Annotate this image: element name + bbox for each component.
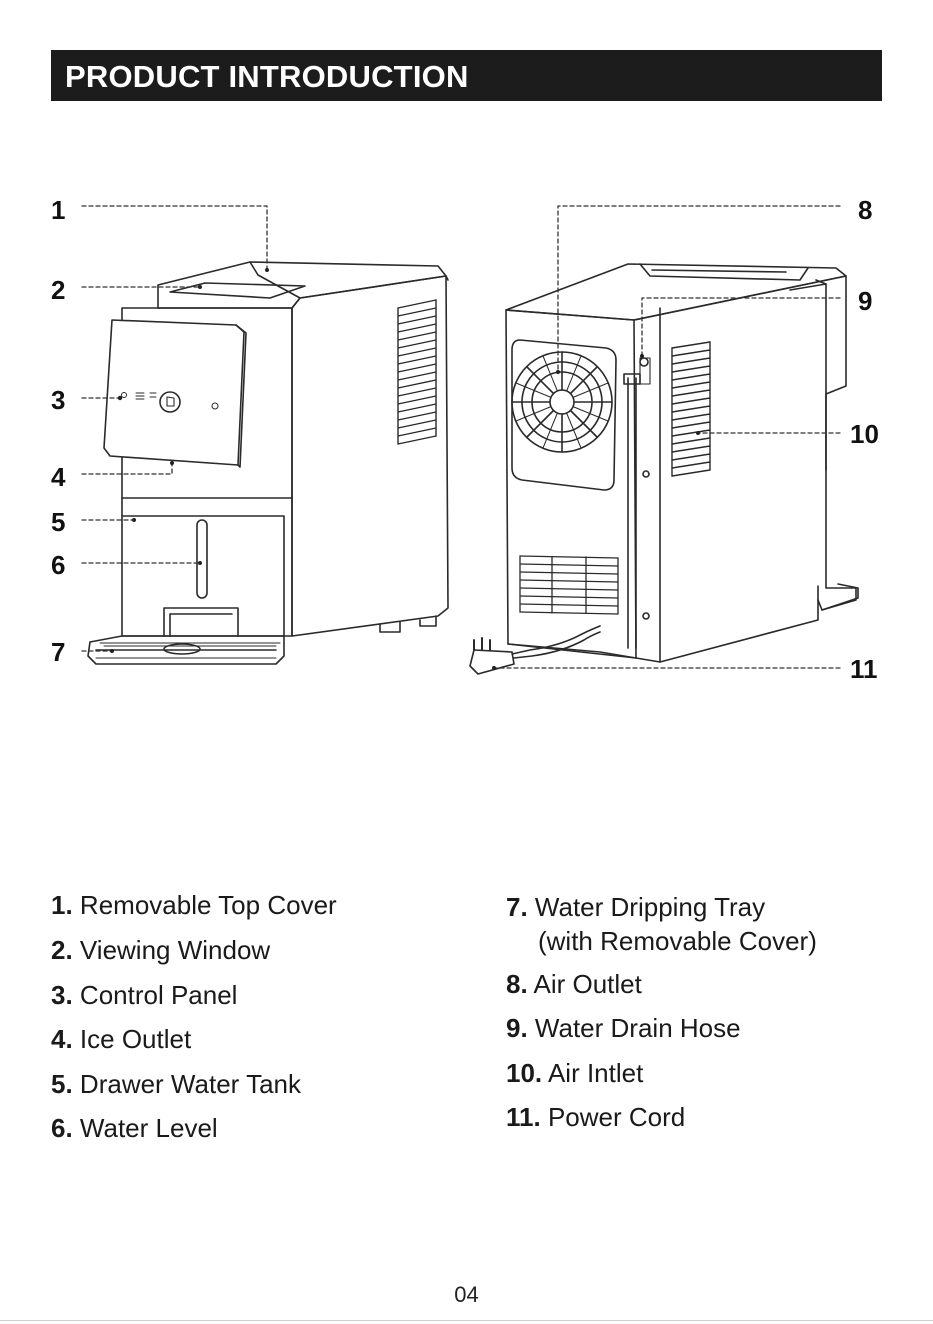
callout-2: 2 <box>51 277 65 303</box>
item-number: 4. <box>51 1024 73 1054</box>
item-number: 6. <box>51 1113 73 1143</box>
product-diagram: 1 2 3 4 5 6 7 8 9 10 11 <box>0 180 933 700</box>
parts-list-left: 1. Removable Top Cover 2. Viewing Window… <box>51 890 451 1150</box>
list-item: 9. Water Drain Hose <box>506 1013 741 1044</box>
item-number: 10. <box>506 1058 542 1088</box>
parts-list-right: 7. Water Dripping Tray (with Removable Co… <box>506 892 906 1152</box>
list-item: 11. Power Cord <box>506 1102 685 1133</box>
callout-9: 9 <box>858 288 872 314</box>
item-label-continuation: (with Removable Cover) <box>506 926 817 957</box>
item-label: Viewing Window <box>80 935 270 965</box>
callout-7: 7 <box>51 639 65 665</box>
callout-11: 11 <box>850 656 878 682</box>
item-label: Water Level <box>80 1113 218 1143</box>
item-number: 9. <box>506 1013 528 1043</box>
item-label: Removable Top Cover <box>80 890 337 920</box>
list-item: 1. Removable Top Cover <box>51 890 337 921</box>
callout-1: 1 <box>51 197 65 223</box>
list-item: 3. Control Panel <box>51 980 237 1011</box>
item-number: 5. <box>51 1069 73 1099</box>
callout-6: 6 <box>51 552 65 578</box>
item-number: 7. <box>506 892 528 922</box>
page-number: 04 <box>0 1282 933 1308</box>
item-label: Water Drain Hose <box>535 1013 741 1043</box>
callout-8: 8 <box>858 197 872 223</box>
item-number: 1. <box>51 890 73 920</box>
list-item: 5. Drawer Water Tank <box>51 1069 301 1100</box>
ice-maker-front-illustration <box>88 262 448 664</box>
callout-4: 4 <box>51 464 65 490</box>
list-item: 10. Air Intlet <box>506 1058 643 1089</box>
list-item: 7. Water Dripping Tray (with Removable Co… <box>506 892 817 957</box>
callout-10: 10 <box>850 421 879 447</box>
fan-grille <box>512 352 612 452</box>
list-item: 4. Ice Outlet <box>51 1024 191 1055</box>
list-item: 2. Viewing Window <box>51 935 270 966</box>
item-label: Drawer Water Tank <box>80 1069 301 1099</box>
item-label: Control Panel <box>80 980 238 1010</box>
item-label: Power Cord <box>548 1102 685 1132</box>
item-label: Air Intlet <box>548 1058 643 1088</box>
item-label: Air Outlet <box>533 969 641 999</box>
ice-maker-back-illustration <box>470 264 858 674</box>
list-item: 6. Water Level <box>51 1113 218 1144</box>
item-label: Ice Outlet <box>80 1024 191 1054</box>
bottom-divider <box>0 1320 933 1321</box>
list-item: 8. Air Outlet <box>506 969 642 1000</box>
item-label: Water Dripping Tray <box>535 892 765 922</box>
callout-3: 3 <box>51 387 65 413</box>
header-bar: PRODUCT INTRODUCTION <box>51 50 882 101</box>
item-number: 8. <box>506 969 528 999</box>
item-number: 2. <box>51 935 73 965</box>
product-illustration-svg <box>0 180 933 700</box>
item-number: 3. <box>51 980 73 1010</box>
page-title: PRODUCT INTRODUCTION <box>65 59 469 95</box>
item-number: 11. <box>506 1102 541 1132</box>
callout-5: 5 <box>51 509 65 535</box>
